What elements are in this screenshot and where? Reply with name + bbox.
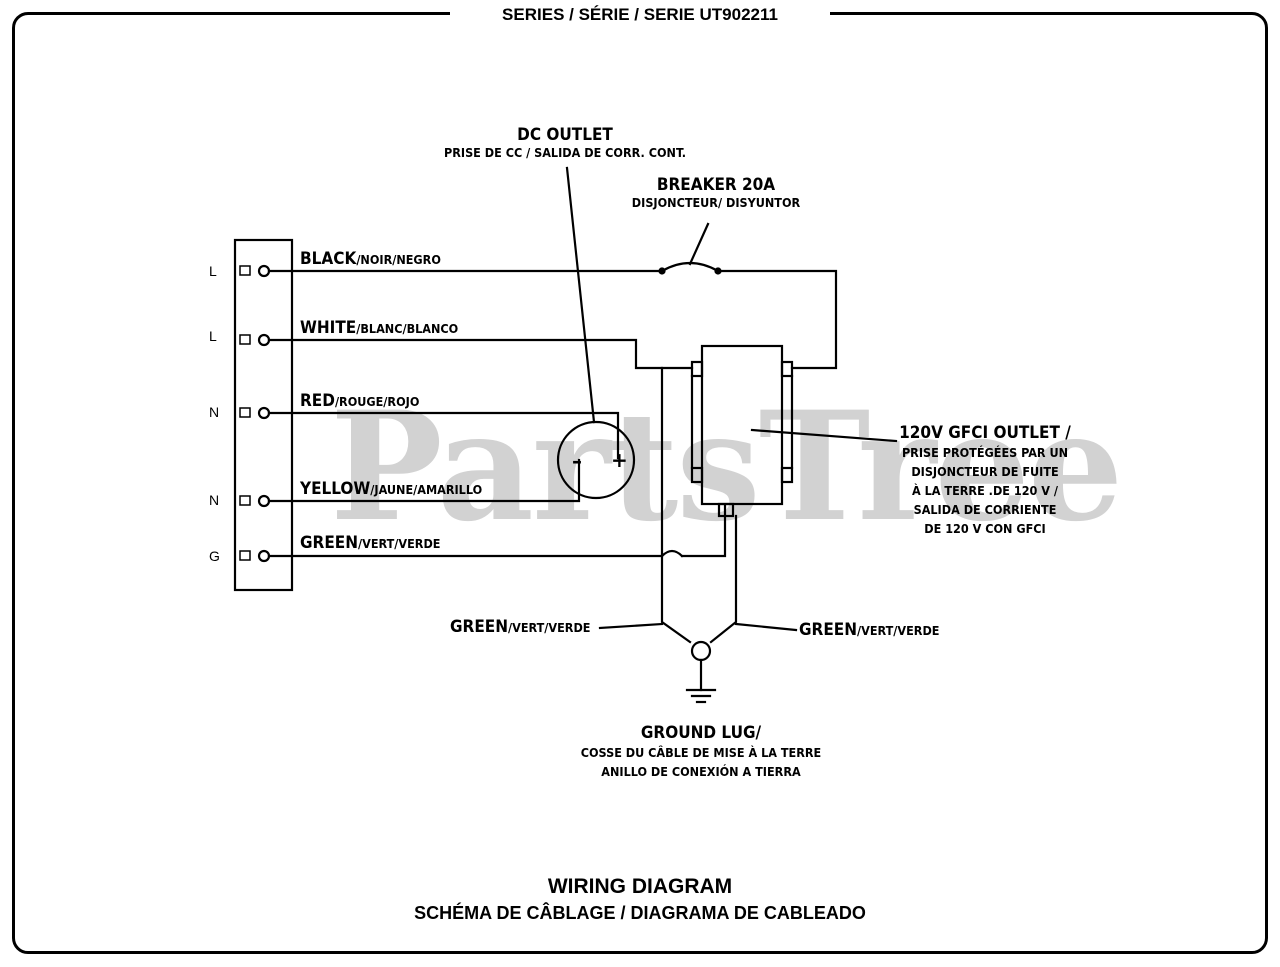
wire-label-green: GREEN/VERT/VERDE [300, 533, 441, 553]
ground-wire-right [709, 514, 738, 644]
terminal-screw [257, 549, 271, 563]
wire-label-white: WHITE/BLANC/BLANCO [300, 318, 459, 338]
terminal-screw [257, 264, 271, 278]
wire-label-yellow: YELLOW/JAUNE/AMARILLO [300, 479, 483, 499]
breaker-leader [688, 222, 710, 266]
dc-outlet-leader [565, 166, 596, 424]
terminal-screw [257, 494, 271, 508]
wire-label-black: BLACK/NOIR/NEGRO [300, 249, 441, 269]
terminal-side-label: L [209, 263, 217, 279]
terminal-side-label: L [209, 328, 217, 344]
diagram-subtitle: SCHÉMA DE CÂBLAGE / DIAGRAMA DE CABLEADO [414, 903, 866, 923]
terminal-side-label: N [209, 404, 220, 420]
gfci-ground-tab [717, 502, 735, 518]
terminal-tab [239, 334, 251, 345]
gfci-leader [750, 428, 898, 443]
ground-lug-label: GROUND LUG/ COSSE DU CÂBLE DE MISE À LA … [580, 723, 822, 780]
dc-minus: – [572, 449, 582, 473]
wire-yellow [267, 458, 581, 503]
terminal-tab [239, 550, 251, 561]
wire-crossover [660, 549, 684, 558]
green-right-leader [734, 622, 798, 632]
series-title: SERIES / SÉRIE / SERIE UT902211 [450, 4, 830, 26]
gfci-screw-right-top [780, 360, 794, 378]
terminal-screw [257, 406, 271, 420]
terminal-block [233, 238, 294, 592]
terminal-screw [257, 333, 271, 347]
breaker-terminal [714, 267, 722, 275]
terminal-side-label: G [209, 548, 220, 564]
gfci-screw-left-top [690, 360, 704, 378]
ground-wire-left [660, 366, 692, 644]
dc-outlet-label: DC OUTLET PRISE DE CC / SALIDA DE CORR. … [443, 125, 686, 160]
dc-plus: + [611, 448, 628, 472]
ground-lug [690, 640, 712, 662]
gfci-screw-right-bottom [780, 466, 794, 484]
gfci-screw-left-bottom [690, 466, 704, 484]
gfci-label: 120V GFCI OUTLET / PRISE PROTÉGÉES PAR U… [899, 423, 1071, 537]
terminal-tab [239, 407, 251, 418]
diagram-title: WIRING DIAGRAM [547, 875, 733, 898]
dc-outlet [556, 420, 636, 500]
wire-green-2 [680, 503, 727, 558]
gfci-outlet [700, 344, 784, 506]
terminal-side-label: N [209, 492, 220, 508]
green-left-label: GREEN/VERT/VERDE [450, 617, 591, 637]
wire-white [267, 338, 694, 370]
breaker-terminal [658, 267, 666, 275]
wire-black-out [716, 269, 838, 370]
wire-red [267, 411, 620, 460]
terminal-tab [239, 495, 251, 506]
wire-label-red: RED/ROUGE/ROJO [300, 391, 420, 411]
breaker-label: BREAKER 20A DISJONCTEUR/ DISYUNTOR [631, 175, 801, 210]
green-left-leader [598, 622, 664, 630]
terminal-tab [239, 265, 251, 276]
green-right-label: GREEN/VERT/VERDE [799, 620, 940, 640]
